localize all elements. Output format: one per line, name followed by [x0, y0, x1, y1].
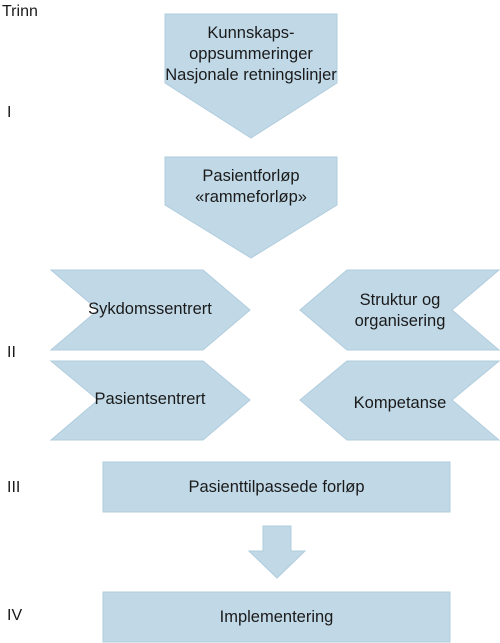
down-arrow-icon — [247, 525, 307, 579]
left2-arrow-shape — [49, 360, 251, 441]
left1-text: Sykdomssentrert — [75, 299, 225, 320]
implementation-box-shape — [102, 591, 451, 643]
right1-line: Struktur og — [359, 291, 441, 309]
header-label: Trinn — [2, 3, 38, 20]
stage-label-iv: IV — [7, 607, 23, 624]
top-box-line: Kunnskaps- — [207, 24, 295, 42]
pathway-box-line: «rammeforløp» — [195, 188, 307, 206]
right1-text: Struktur og organisering — [325, 290, 475, 332]
top-box-text: Kunnskaps- oppsummeringer Nasjonale retn… — [165, 23, 337, 86]
tailored-box-text: Pasienttilpassede forløp — [103, 477, 450, 498]
pathway-chevron-shape — [164, 156, 338, 259]
left1-arrow-shape — [49, 269, 251, 351]
right1-arrow-shape — [299, 269, 500, 351]
left1-line: Sykdomssentrert — [88, 300, 212, 318]
right1-line: organisering — [354, 312, 446, 330]
shapes — [49, 13, 500, 643]
implementation-box-line: Implementering — [219, 608, 334, 626]
top-box-line: oppsummeringer — [189, 45, 313, 63]
pathway-box-line: Pasientforløp — [202, 167, 300, 185]
pathway-box-text: Pasientforløp «rammeforløp» — [165, 166, 337, 208]
right2-arrow-shape — [299, 360, 500, 441]
right2-text: Kompetanse — [325, 393, 475, 414]
stage-label-iii: III — [7, 479, 21, 496]
top-box-line: Nasjonale retningslinjer — [165, 66, 337, 84]
implementation-box-text: Implementering — [103, 607, 450, 628]
tailored-box-line: Pasienttilpassede forløp — [188, 478, 365, 496]
stage-label-i: I — [7, 104, 12, 121]
left2-text: Pasientsentrert — [75, 389, 225, 410]
top-chevron-shape — [164, 13, 338, 139]
tailored-box-shape — [102, 461, 451, 513]
right2-line: Kompetanse — [353, 394, 447, 412]
stage-label-ii: II — [7, 344, 16, 361]
left2-line: Pasientsentrert — [94, 390, 206, 408]
